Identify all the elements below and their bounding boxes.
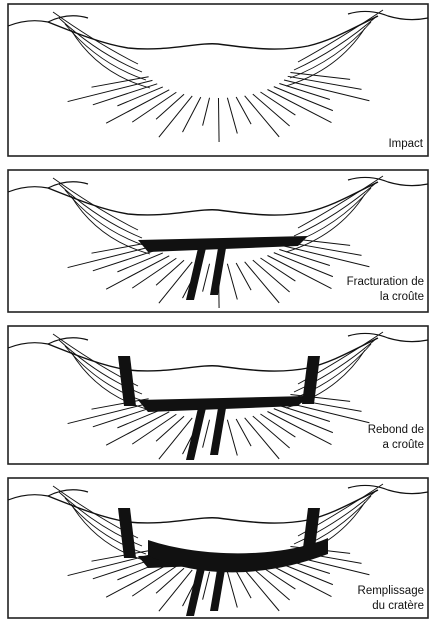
fracture-line: [91, 77, 148, 87]
panel-fracturation: Fracturation de la croûte: [8, 170, 428, 312]
breccia-dike: [210, 408, 226, 455]
fracture-line: [91, 243, 148, 253]
fracture-line: [218, 98, 219, 142]
fracture-line: [203, 572, 210, 600]
fracture-line: [156, 94, 184, 119]
strata-right: [286, 28, 365, 86]
ground-surface-right: [348, 11, 428, 19]
panel-frame: [8, 4, 428, 156]
strata-left: [65, 24, 146, 80]
breccia-dike: [186, 248, 206, 300]
fracture-line: [288, 76, 362, 89]
panel-remplissage: Remplissage du cratère: [8, 478, 428, 618]
fracture-line: [203, 420, 210, 448]
strata-left: [53, 178, 138, 230]
panel-impact: Impact: [8, 4, 428, 156]
fracture-line: [227, 420, 237, 456]
breccia-dike: [186, 408, 206, 460]
strata-left: [71, 30, 150, 88]
ground-surface-right: [348, 177, 428, 185]
fracture-line: [183, 97, 201, 132]
strata-right: [298, 10, 383, 62]
panel-caption-line: Impact: [388, 138, 423, 150]
fracture-line: [156, 416, 184, 441]
fracture-line: [227, 572, 237, 608]
fracture-line: [203, 98, 210, 126]
panel-rebond: Rebond de a croûte: [8, 326, 428, 464]
fracture-line: [156, 568, 184, 593]
strata-right: [294, 16, 377, 70]
fracture-line: [203, 264, 210, 292]
ground-surface-right: [348, 485, 428, 493]
panel-caption-line: du cratère: [372, 600, 424, 612]
strata-right: [294, 182, 377, 236]
fracture-line: [91, 551, 148, 561]
strata-left: [71, 196, 150, 254]
strata-left: [71, 504, 150, 562]
ground-surface-left: [8, 16, 88, 26]
panel-caption-line: Rebond de: [368, 424, 424, 436]
breccia-dike: [210, 248, 226, 295]
fracture-line: [260, 414, 295, 437]
strata-left: [65, 190, 146, 246]
fracture-line: [227, 264, 237, 300]
panel-caption-line: a croûte: [382, 439, 424, 451]
breccia-dike: [186, 564, 206, 616]
panel-caption-line: Remplissage: [358, 585, 424, 597]
ground-surface-left: [8, 490, 88, 500]
ground-surface-left: [8, 182, 88, 192]
strata-left: [53, 12, 138, 64]
fracture-line: [260, 258, 295, 281]
fracture-line: [260, 92, 295, 115]
ground-surface-left: [8, 338, 88, 348]
fracture-line: [227, 98, 237, 134]
strata-left: [71, 352, 150, 410]
panel-caption-line: la croûte: [380, 291, 424, 303]
ground-surface-right: [348, 333, 428, 341]
panel-caption-line: Fracturation de: [347, 276, 424, 288]
fracture-line: [156, 260, 184, 285]
strata-right: [298, 176, 383, 228]
